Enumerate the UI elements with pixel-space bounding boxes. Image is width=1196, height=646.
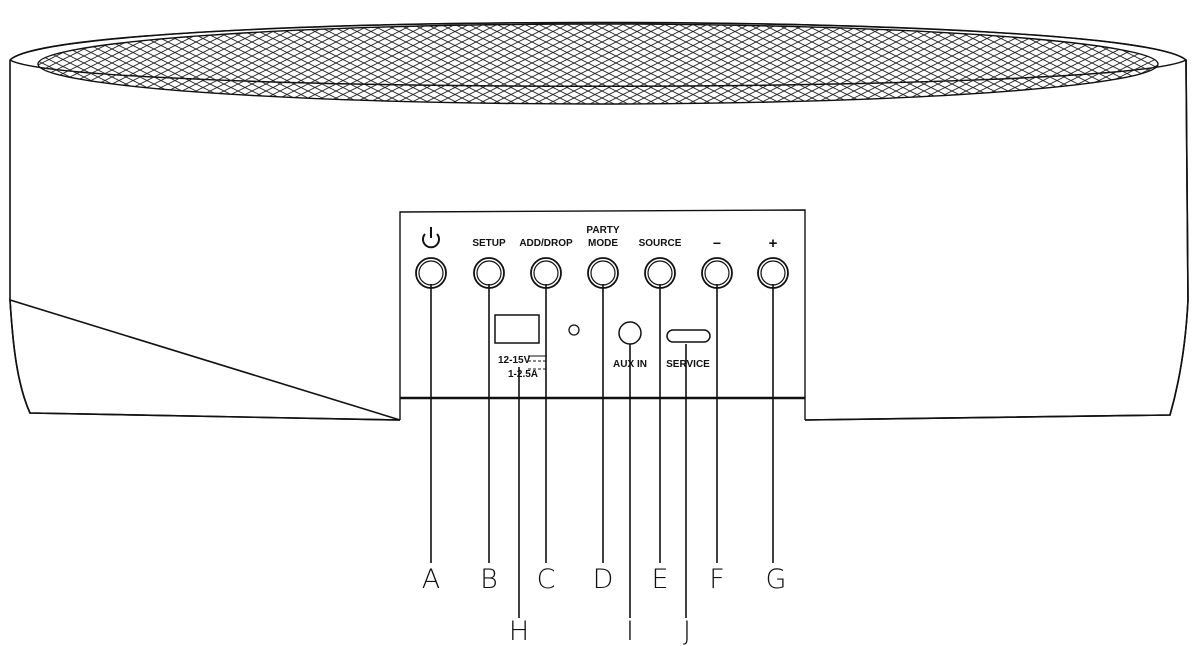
leader-lines	[430, 284, 774, 618]
add-drop-label: ADD/DROP	[519, 238, 573, 249]
status-led	[568, 324, 580, 336]
callout-d: D	[593, 564, 614, 595]
dc-in-current-label: 1-2.5A	[508, 369, 538, 380]
service-label: SERVICE	[666, 359, 710, 370]
callout-b: B	[480, 564, 498, 595]
dc-in-port[interactable]	[494, 314, 540, 344]
callout-i: I	[626, 616, 634, 646]
callout-a: A	[422, 564, 440, 595]
source-label: SOURCE	[639, 238, 682, 249]
party-label: PARTY	[586, 225, 619, 236]
power-button[interactable]	[415, 257, 447, 289]
volume-down-label: −	[713, 235, 721, 251]
mode-label: MODE	[588, 238, 618, 249]
service-port[interactable]	[666, 329, 711, 343]
callout-f: F	[709, 564, 725, 595]
power-icon	[422, 227, 440, 249]
volume-up-label: +	[769, 235, 778, 252]
callout-j: J	[683, 616, 691, 646]
aux-in-port[interactable]	[618, 321, 642, 345]
callout-g: G	[766, 564, 787, 595]
callout-c: C	[537, 564, 556, 595]
source-button[interactable]	[644, 257, 676, 289]
callout-e: E	[651, 564, 668, 595]
volume-down-button[interactable]	[701, 257, 733, 289]
dc-symbol-icon	[528, 355, 547, 370]
setup-button[interactable]	[473, 257, 505, 289]
setup-label: SETUP	[472, 238, 506, 249]
add-drop-button[interactable]	[530, 257, 562, 289]
party-mode-button[interactable]	[587, 257, 619, 289]
callout-h: H	[509, 616, 529, 646]
volume-up-button[interactable]	[757, 257, 789, 289]
dc-in-voltage-label: 12-15V	[498, 355, 531, 366]
speaker-grille	[37, 23, 1159, 105]
